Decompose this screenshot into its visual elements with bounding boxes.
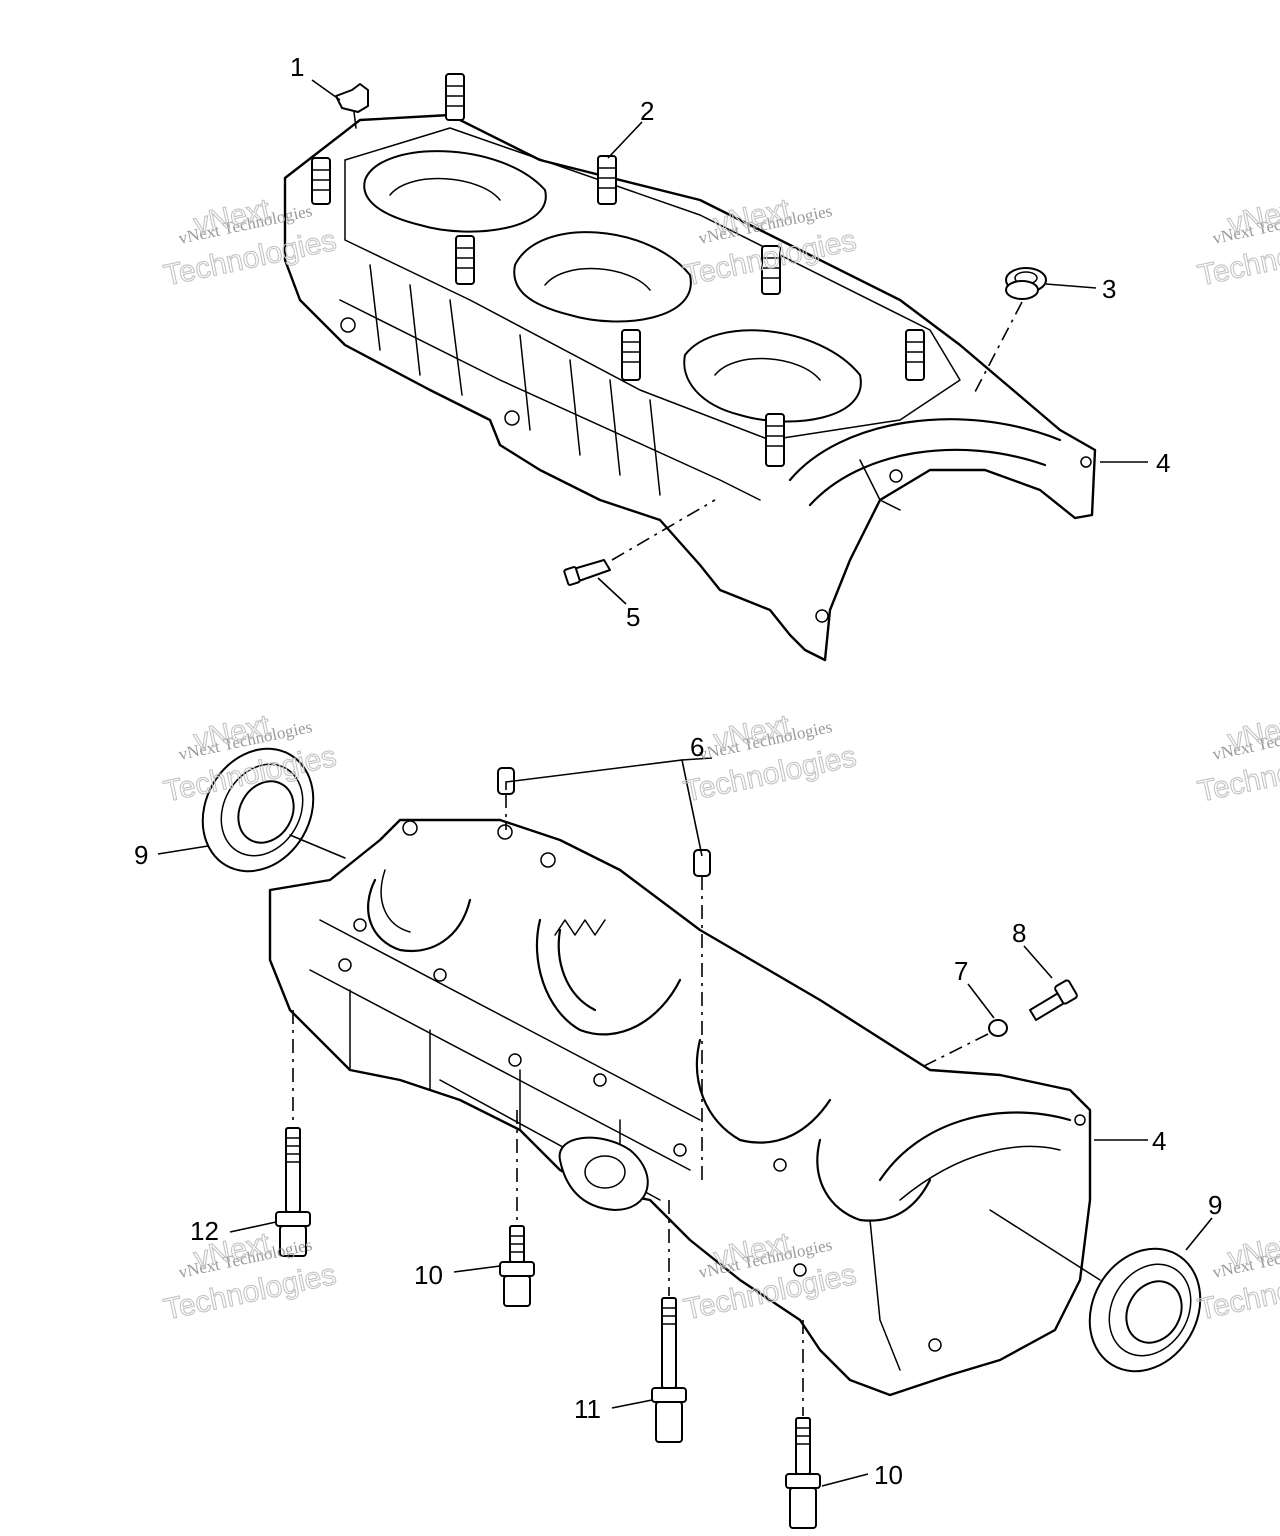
callout-6: 6	[690, 732, 704, 762]
callout-9-right: 9	[1208, 1190, 1222, 1220]
upper-crankcase	[283, 73, 1097, 662]
lower-crankcase	[268, 818, 1092, 1397]
cylinder-bore-2	[513, 231, 692, 323]
bolt-11	[651, 1297, 687, 1443]
callout-4-lower: 4	[1152, 1126, 1166, 1156]
callout-12: 12	[190, 1216, 219, 1246]
lower-crankcase-body	[268, 818, 1092, 1397]
washer	[988, 1019, 1008, 1037]
callout-4-upper: 4	[1156, 448, 1170, 478]
callout-2: 2	[640, 96, 654, 126]
callout-11: 11	[574, 1394, 601, 1424]
stud-group	[311, 73, 925, 467]
upper-crankcase-body	[283, 113, 1097, 662]
callout-5: 5	[626, 602, 640, 632]
port-flange	[558, 1136, 649, 1211]
callout-10-right: 10	[874, 1460, 903, 1490]
cylinder-bore-3	[683, 329, 862, 423]
bolt-10b	[785, 1417, 821, 1529]
cylinder-bore-1	[363, 150, 547, 233]
oil-seal-right	[1088, 1247, 1202, 1373]
oil-seal-left	[201, 747, 315, 873]
bolt-10a	[499, 1225, 535, 1307]
rubber-plug	[1005, 267, 1047, 300]
callout-7: 7	[954, 956, 968, 986]
watermark-group: vNext Technologies vNext Technologies vN…	[160, 192, 1280, 1327]
callout-8: 8	[1012, 918, 1026, 948]
callout-9-left: 9	[134, 840, 148, 870]
callout-3: 3	[1102, 274, 1116, 304]
pin-bolt	[563, 559, 611, 586]
callout-labels: 1 2 3 4 5 6 7 8 9 9 4 10 10 11 12	[134, 52, 1222, 1490]
elbow-fitting	[335, 83, 369, 129]
callout-1: 1	[290, 52, 304, 82]
callout-10-left: 10	[414, 1260, 443, 1290]
flange-bolt	[1029, 979, 1078, 1021]
bolt-12	[275, 1127, 311, 1257]
